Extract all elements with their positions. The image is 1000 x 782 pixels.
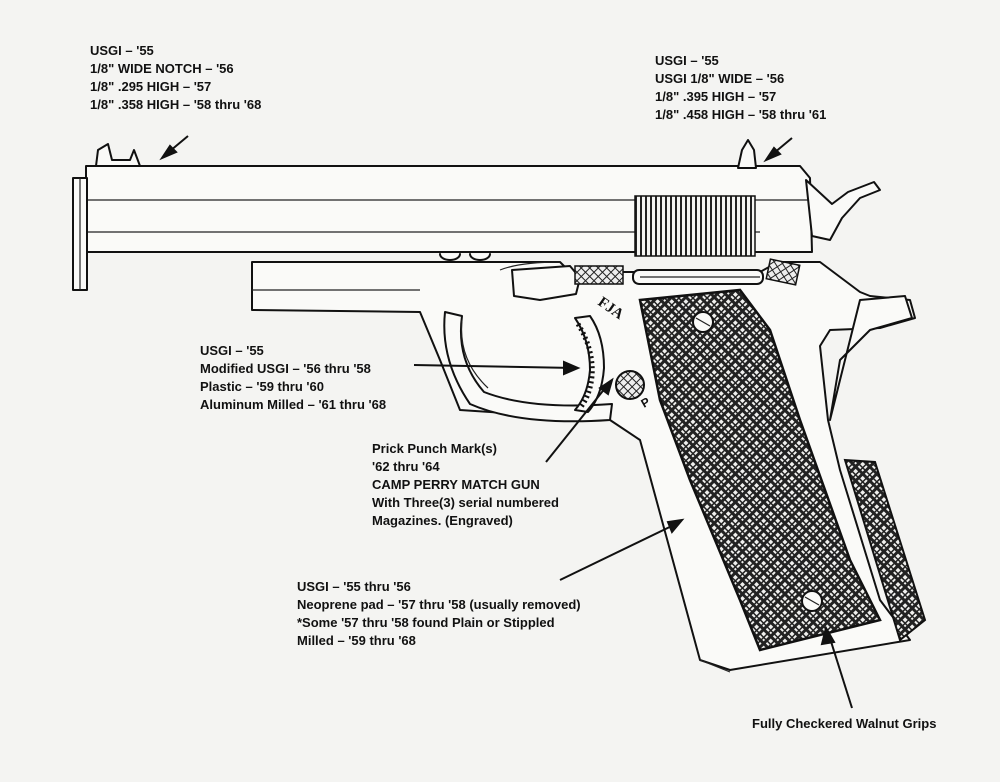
trigger-line-1: USGI – '55 xyxy=(200,343,264,358)
trigger-guard xyxy=(443,311,613,423)
punch-leader xyxy=(545,381,611,463)
front-sight-line-1: USGI – '55 xyxy=(655,53,719,68)
rear-sight-line-2: 1/8" WIDE NOTCH – '56 xyxy=(90,61,234,76)
magazine-release xyxy=(615,370,645,400)
mainspring-arrowhead xyxy=(666,518,685,534)
prick-punch-line-4: With Three(3) serial numbered xyxy=(372,495,559,510)
trigger-line-3: Plastic – '59 thru '60 xyxy=(200,379,324,394)
trigger-leader xyxy=(413,364,576,369)
trigger-arrowhead xyxy=(563,360,581,376)
hammer xyxy=(805,179,881,241)
plunger-tube xyxy=(632,258,801,286)
prick-punch-callout: Prick Punch Mark(s) '62 thru '64 CAMP PE… xyxy=(372,440,559,530)
rear-sight-line-3: 1/8" .295 HIGH – '57 xyxy=(90,79,212,94)
prick-punch-line-1: Prick Punch Mark(s) xyxy=(372,441,497,456)
grips-leader xyxy=(827,631,853,709)
thumb-safety-knurl xyxy=(765,258,801,286)
trigger xyxy=(574,315,605,413)
grips-arrowhead xyxy=(820,625,836,646)
front-sight-arrowhead xyxy=(763,146,782,163)
slide-stop-knurl xyxy=(574,265,624,285)
grips-label: Fully Checkered Walnut Grips xyxy=(752,716,937,731)
punch-arrowhead xyxy=(598,377,614,396)
rear-sight-arrowhead xyxy=(159,144,178,161)
mainspring-line-3: *Some '57 thru '58 found Plain or Stippl… xyxy=(297,615,555,630)
rear-sight-callout: USGI – '55 1/8" WIDE NOTCH – '56 1/8" .2… xyxy=(90,42,261,114)
grip-safety xyxy=(829,295,927,642)
prick-punch-line-2: '62 thru '64 xyxy=(372,459,440,474)
rear-sight-line-4: 1/8" .358 HIGH – '58 thru '68 xyxy=(90,97,262,112)
slide-stop xyxy=(511,265,624,301)
slide-serrations xyxy=(634,195,756,257)
mainspring-line-2: Neoprene pad – '57 thru '58 (usually rem… xyxy=(297,597,581,612)
trigger-line-2: Modified USGI – '56 thru '58 xyxy=(200,361,371,376)
front-sight-line-3: 1/8" .395 HIGH – '57 xyxy=(655,89,777,104)
mainspring-housing-edge xyxy=(699,659,731,673)
trigger-line-4: Aluminum Milled – '61 thru '68 xyxy=(200,397,387,412)
front-sight xyxy=(737,139,757,169)
grip-panel xyxy=(638,288,882,652)
rear-sight-line-1: USGI – '55 xyxy=(90,43,154,58)
mainspring-line-4: Milled – '59 thru '68 xyxy=(297,633,416,648)
trigger-callout: USGI – '55 Modified USGI – '56 thru '58 … xyxy=(200,342,386,414)
mainspring-leader xyxy=(559,521,681,581)
front-sight-callout: USGI – '55 USGI 1/8" WIDE – '56 1/8" .39… xyxy=(655,52,826,124)
mainspring-housing-callout: USGI – '55 thru '56 Neoprene pad – '57 t… xyxy=(297,578,581,650)
prick-punch-line-3: CAMP PERRY MATCH GUN xyxy=(372,477,540,492)
prick-punch-line-5: Magazines. (Engraved) xyxy=(372,513,513,528)
front-sight-line-4: 1/8" .458 HIGH – '58 thru '61 xyxy=(655,107,827,122)
mainspring-line-1: USGI – '55 thru '56 xyxy=(297,579,411,594)
front-sight-line-2: USGI 1/8" WIDE – '56 xyxy=(655,71,785,86)
rear-sight xyxy=(95,143,141,167)
leader-arrows xyxy=(159,135,853,709)
